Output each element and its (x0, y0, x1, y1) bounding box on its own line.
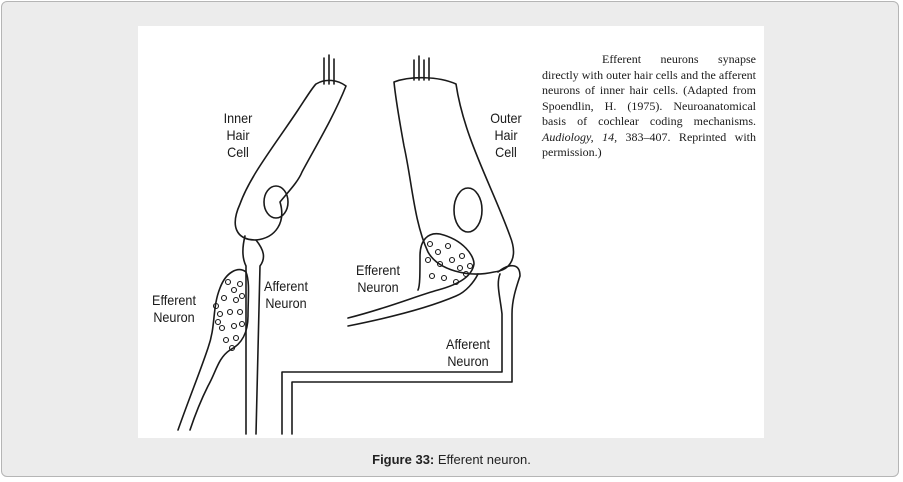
figure-description: Efferent neurons synapse directly with o… (542, 52, 757, 159)
cochlea-diagram (177, 54, 521, 435)
label-outer-hair-cell: Outer Hair Cell (490, 110, 522, 160)
figure-caption-text: Efferent neuron. (437, 452, 531, 467)
label-efferent-neuron-left: Efferent Neuron (152, 292, 196, 325)
figure-caption: Figure 33: Efferent neuron. (0, 452, 903, 467)
label-efferent-neuron-right: Efferent Neuron (356, 262, 400, 295)
label-afferent-neuron-left: Afferent Neuron (264, 278, 308, 311)
label-inner-hair-cell: Inner Hair Cell (223, 110, 253, 160)
outer-hair-cell-stereocilia (413, 55, 430, 81)
inner-hair-cell-body (234, 79, 347, 241)
efferent-vesicles-outer (424, 240, 474, 286)
afferent-neuron-outer (281, 264, 521, 435)
efferent-neuron-outer (347, 232, 479, 327)
label-afferent-neuron-right: Afferent Neuron (446, 336, 490, 369)
figure-image: Inner Hair Cell Outer Hair Cell Efferent… (138, 26, 764, 438)
figure-caption-label: Figure 33: (372, 452, 435, 467)
efferent-neuron-inner (177, 268, 250, 431)
inner-hair-cell-stereocilia (323, 54, 335, 85)
outer-hair-cell-nucleus (453, 187, 483, 233)
outer-hair-cell-body (393, 76, 515, 275)
efferent-vesicles-inner (212, 278, 246, 352)
inner-hair-cell-nucleus (263, 185, 289, 219)
afferent-neuron-inner (242, 235, 265, 435)
